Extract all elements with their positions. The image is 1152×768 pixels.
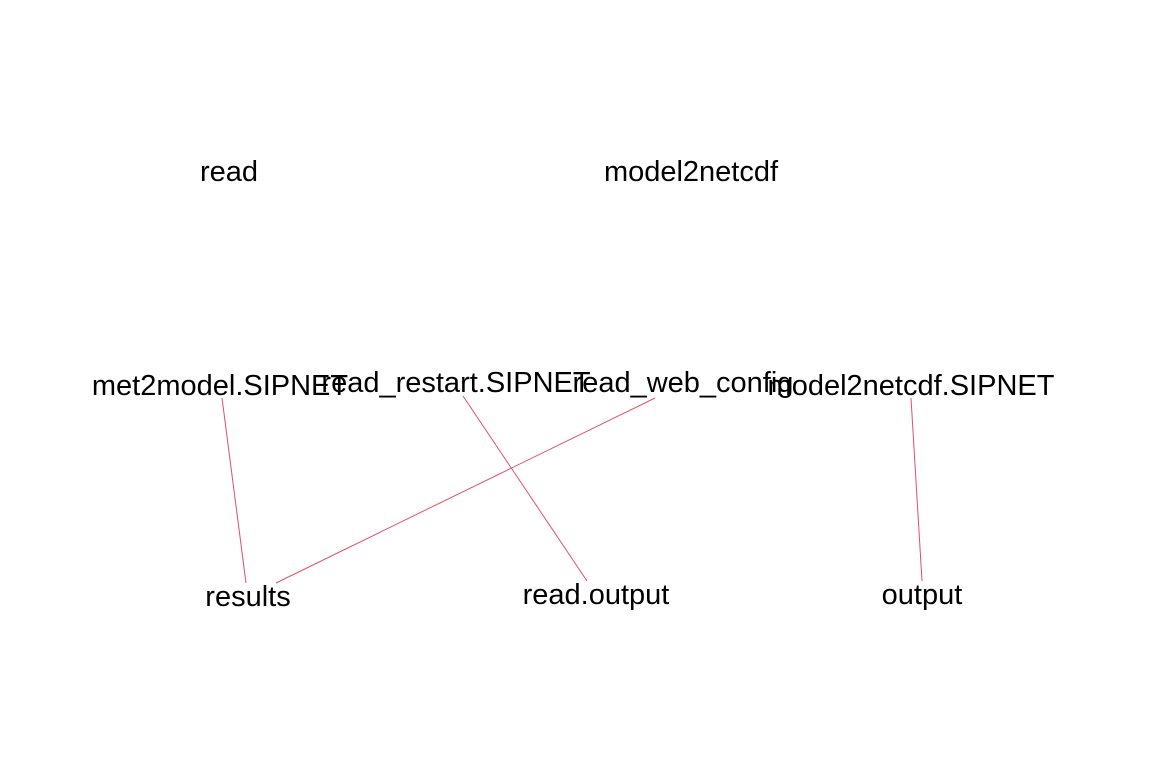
edge-met2model-sipnet-to-results (221, 397, 247, 584)
node-met2model-sipnet: met2model.SIPNET (92, 370, 349, 402)
node-read-restart-sipnet: read_restart.SIPNET (321, 367, 590, 399)
node-read-output: read.output (523, 579, 670, 611)
node-results: results (205, 581, 290, 613)
node-model2netcdf-sipnet: model2netcdf.SIPNET (768, 370, 1055, 402)
edge-model2netcdf-sipnet-to-output (910, 397, 923, 582)
edges (221, 395, 923, 584)
nodes: read model2netcdf met2model.SIPNET read_… (92, 156, 1055, 613)
edge-read-web-config-to-results (275, 397, 656, 584)
node-read-web-config: read_web_config (573, 367, 794, 399)
node-read: read (200, 156, 258, 188)
node-model2netcdf: model2netcdf (604, 156, 779, 188)
node-output: output (882, 579, 963, 611)
edge-read-restart-sipnet-to-read-output (462, 395, 588, 582)
